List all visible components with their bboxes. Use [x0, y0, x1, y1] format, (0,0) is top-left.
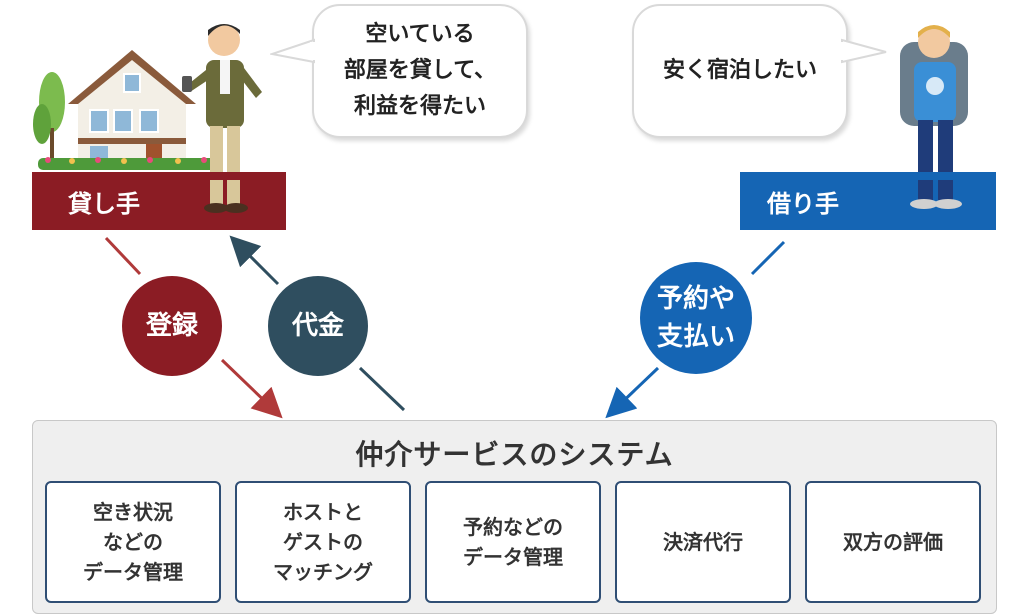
system-panel: 仲介サービスのシステム 空き状況 などの データ管理 ホストと ゲストの マッチ… [32, 420, 997, 614]
system-title: 仲介サービスのシステム [355, 438, 674, 471]
lender-speech-bubble: 空いている 部屋を貸して、 利益を得たい [312, 4, 528, 138]
lender-bubble-line: 空いている [365, 22, 475, 47]
booking-label-line: 予約や [656, 284, 735, 314]
booking-arrow-top [750, 240, 786, 276]
register-circle: 登録 [122, 276, 222, 376]
system-item-line: ゲストの [283, 530, 363, 554]
house-illustration [33, 50, 218, 170]
system-item-line: ホストと [283, 500, 363, 524]
payment-arrow-top [229, 235, 280, 286]
system-item-line: 決済代行 [663, 530, 743, 554]
system-item-availability: 空き状況 などの データ管理 [45, 481, 221, 603]
system-item-line: 双方の評価 [843, 530, 943, 554]
system-item-matching: ホストと ゲストの マッチング [235, 481, 411, 603]
lender-bubble-tail [270, 38, 318, 64]
system-item-line: データ管理 [83, 560, 183, 584]
borrower-speech-bubble: 安く宿泊したい [632, 4, 848, 138]
booking-payment-circle: 予約や 支払い [640, 262, 752, 374]
payment-label: 代金 [291, 311, 344, 341]
register-arrow-top [104, 236, 142, 276]
system-item-line: などの [103, 530, 163, 554]
booking-arrow-bottom [605, 366, 660, 419]
payment-arrow-bottom [358, 366, 406, 412]
lender-bubble-line: 利益を得たい [353, 94, 486, 119]
borrower-label: 借り手 [767, 189, 839, 218]
system-item-settlement: 決済代行 [615, 481, 791, 603]
system-item-reservation: 予約などの データ管理 [425, 481, 601, 603]
borrower-bubble-line: 安く宿泊したい [662, 58, 817, 83]
payment-circle: 代金 [268, 276, 368, 376]
system-item-line: 空き状況 [93, 500, 173, 524]
host-feet-icon [204, 180, 248, 213]
register-arrow-bottom [220, 358, 283, 419]
lender-bubble-line: 部屋を貸して、 [343, 58, 497, 83]
borrower-bubble-tail [838, 38, 887, 64]
lender-label: 貸し手 [68, 189, 140, 218]
booking-label-line: 支払い [656, 322, 735, 352]
system-item-line: データ管理 [463, 545, 563, 569]
system-item-ratings: 双方の評価 [805, 481, 981, 603]
system-item-line: 予約などの [463, 515, 563, 539]
guest-feet-icon [910, 180, 962, 209]
lender-label-band: 貸し手 [32, 172, 286, 230]
register-label: 登録 [145, 311, 198, 341]
system-item-line: マッチング [273, 560, 373, 584]
